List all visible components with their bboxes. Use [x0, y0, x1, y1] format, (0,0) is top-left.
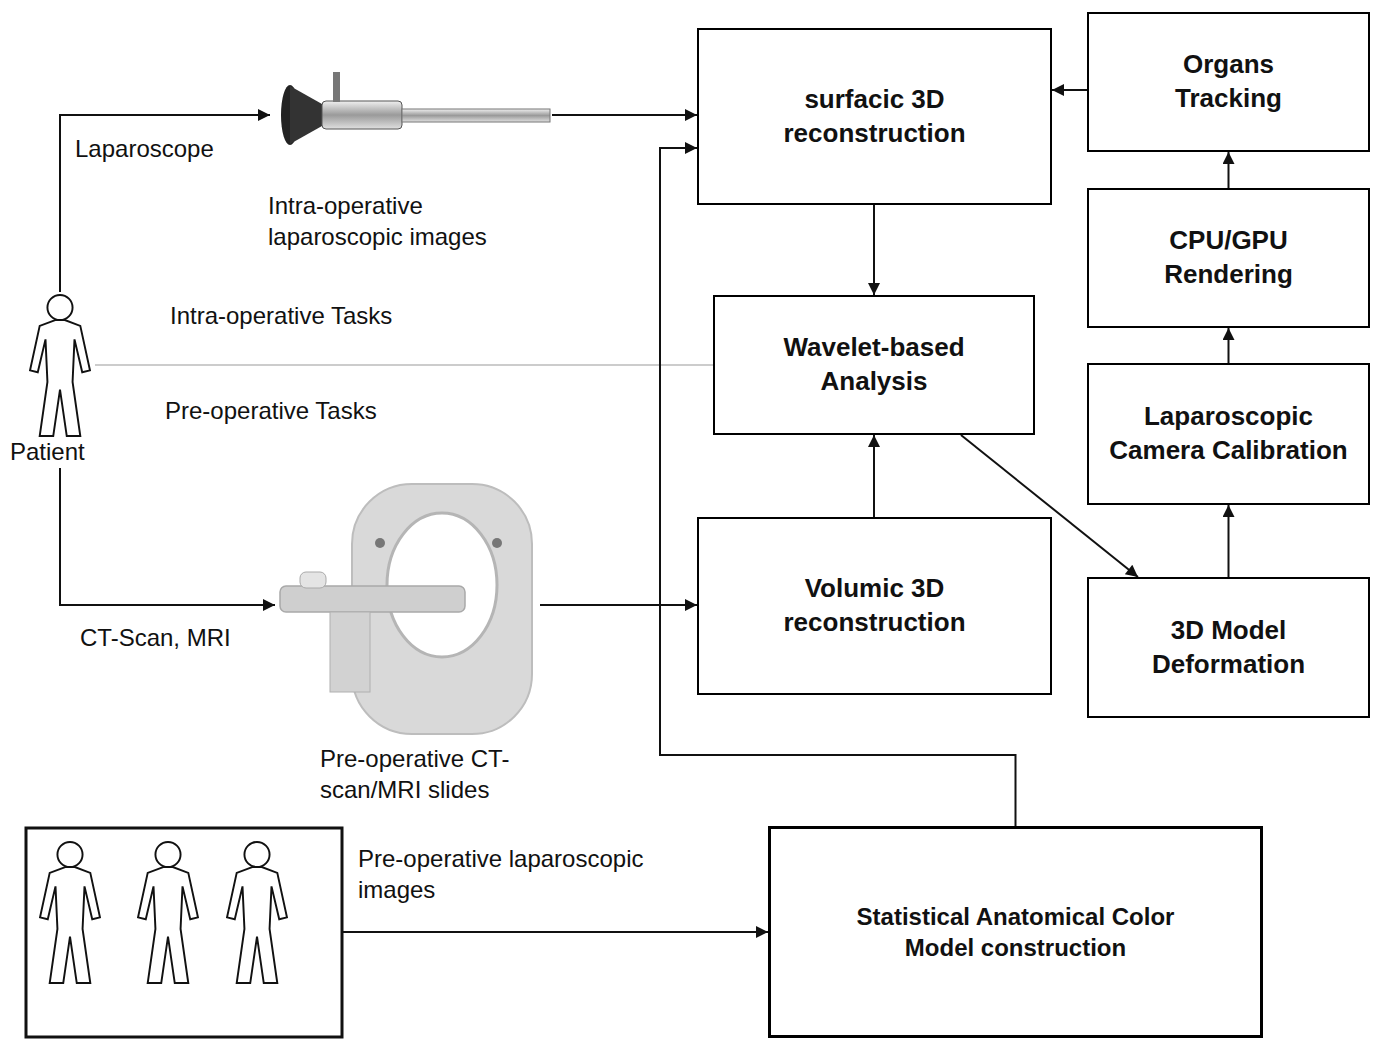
flow-arrow	[873, 435, 875, 517]
box-label: CPU/GPU Rendering	[1129, 224, 1329, 292]
flow-wire	[60, 115, 270, 292]
flow-arrow	[1052, 89, 1087, 91]
box-label: surfacic 3D reconstruction	[717, 83, 1032, 151]
flow-arrow	[1228, 152, 1230, 188]
process-box: Organs Tracking	[1087, 12, 1370, 152]
box-label: Volumic 3D reconstruction	[717, 572, 1032, 640]
population-box	[26, 828, 342, 1037]
annotation-label: Laparoscope	[75, 133, 214, 164]
annotation-label: Pre-operative laparoscopic images	[358, 843, 658, 905]
box-label: Wavelet-based Analysis	[733, 331, 1015, 399]
process-box: 3D Model Deformation	[1087, 577, 1370, 718]
annotation-label: Patient	[10, 436, 85, 467]
box-label: 3D Model Deformation	[1107, 614, 1350, 682]
ct-scanner-icon	[280, 484, 532, 734]
person-figure	[40, 842, 100, 983]
person-figure	[138, 842, 198, 983]
task-divider	[95, 364, 713, 365]
flow-wire	[343, 931, 768, 933]
process-box: Laparoscopic Camera Calibration	[1087, 363, 1370, 505]
annotation-label: Intra-operative laparoscopic images	[268, 190, 538, 252]
process-box: Statistical Anatomical Color Model const…	[768, 826, 1263, 1038]
laparoscope-icon	[281, 72, 550, 145]
flow-wire	[60, 468, 275, 605]
annotation-label: Pre-operative Tasks	[165, 395, 377, 426]
flow-wire	[552, 114, 697, 116]
flow-arrow	[660, 148, 1016, 826]
box-label: Statistical Anatomical Color Model const…	[831, 901, 1201, 963]
flow-arrow	[873, 205, 875, 295]
annotation-label: Pre-operative CT-scan/MRI slides	[320, 743, 600, 805]
box-label: Organs Tracking	[1129, 48, 1329, 116]
annotation-label: CT-Scan, MRI	[80, 622, 231, 653]
person-figure	[227, 842, 287, 983]
flow-wire	[540, 604, 697, 606]
process-box: Wavelet-based Analysis	[713, 295, 1035, 435]
flow-arrow	[1228, 505, 1230, 577]
box-label: Laparoscopic Camera Calibration	[1107, 400, 1350, 468]
flow-arrow	[1228, 328, 1230, 363]
patient-figure	[30, 295, 90, 436]
process-box: Volumic 3D reconstruction	[697, 517, 1052, 695]
process-box: CPU/GPU Rendering	[1087, 188, 1370, 328]
process-box: surfacic 3D reconstruction	[697, 28, 1052, 205]
annotation-label: Intra-operative Tasks	[170, 300, 392, 331]
